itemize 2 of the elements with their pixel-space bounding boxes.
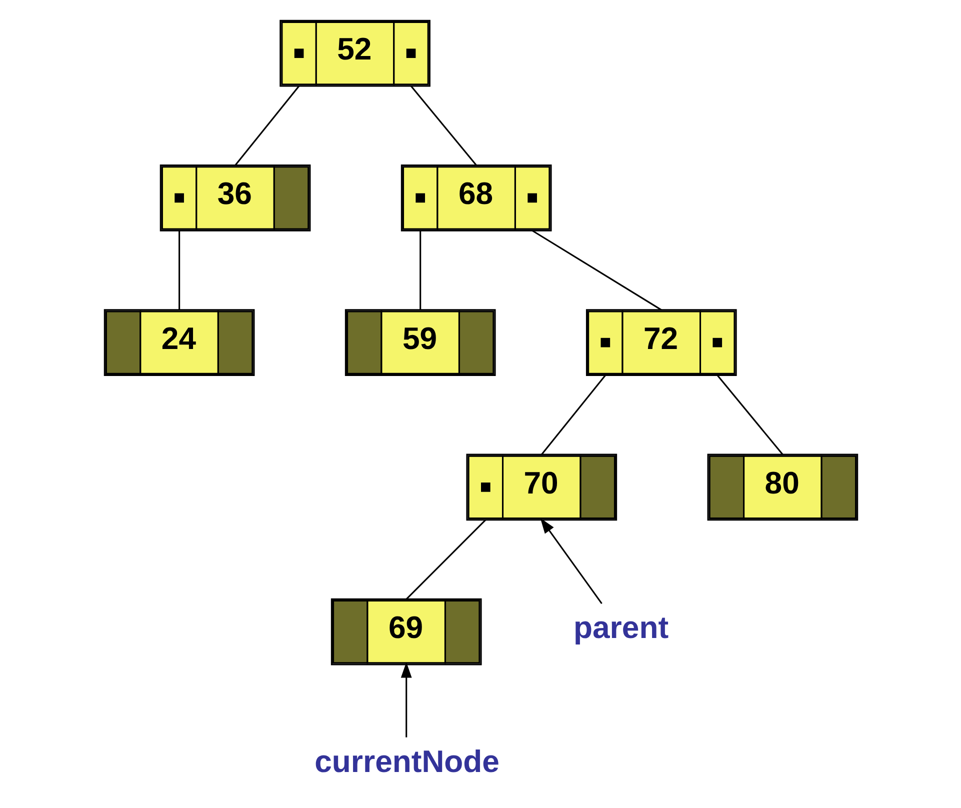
node-text: parent — [573, 610, 668, 646]
node-text: currentNode — [314, 744, 499, 779]
